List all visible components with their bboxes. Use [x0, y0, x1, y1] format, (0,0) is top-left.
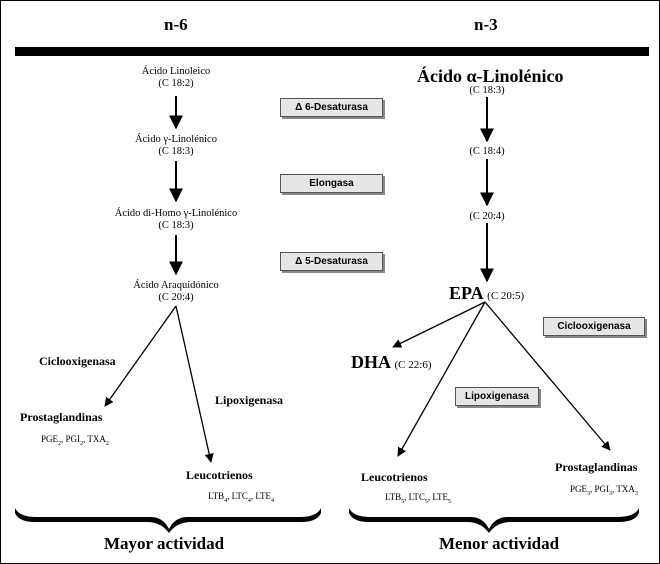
footer-menor-actividad: Menor actividad: [439, 534, 560, 553]
node-name: Ácido γ-Linolénico: [135, 134, 217, 145]
label-leucotrienos-left: Leucotrienos: [186, 468, 253, 482]
enzyme-delta6-desaturasa: Δ 6-Desaturasa: [280, 98, 383, 117]
node-acido-gamma-linolenico: Ácido γ-Linolénico (C 18:3): [116, 134, 236, 158]
list-leucotrienos-right: LTB5, LTC5, LTE5: [385, 492, 452, 505]
epa-formula: (C 20:5): [487, 290, 525, 302]
epa-name: EPA: [449, 283, 483, 303]
node-epa: EPA (C 20:5): [449, 284, 524, 302]
top-bar: [15, 47, 649, 56]
node-acido-linoleico: Ácido Linoleico (C 18:2): [126, 66, 226, 90]
node-formula: (C 20:4): [158, 292, 194, 304]
arrow-araquidonico-to-prostaglandinas: [104, 305, 177, 407]
label-prostaglandinas-right: Prostaglandinas: [555, 460, 638, 474]
node-acido-alfa-linolenico-formula: (C 18:3): [469, 85, 505, 96]
arrow-epa-to-prostaglandinas: [484, 301, 611, 451]
brace-left: [15, 508, 321, 533]
enzyme-ciclooxigenasa-right: Ciclooxigenasa: [543, 317, 645, 336]
arrow-epa-to-leucotrienos: [397, 301, 486, 457]
header-n3: n-3: [474, 15, 498, 34]
label-prostaglandinas-left: Prostaglandinas: [20, 410, 103, 424]
list-prostaglandinas-right: PGE3, PGI3, TXA3: [570, 484, 638, 497]
enzyme-lipoxigenasa-right: Lipoxigenasa: [455, 387, 539, 406]
node-formula: (C 18:3): [158, 146, 194, 158]
node-acido-dihomo-gamma-linolenico: Ácido di-Homo γ-Linolénico (C 18:3): [96, 208, 256, 232]
enzyme-elongasa: Elongasa: [280, 174, 383, 193]
node-formula: (C 18:3): [158, 220, 194, 232]
list-prostaglandinas-left: PGE2, PGI2, TXA2: [41, 434, 109, 447]
list-leucotrienos-left: LTB4, LTC4, LTE4: [208, 491, 275, 504]
node-c204: (C 20:4): [469, 211, 505, 222]
node-name: Ácido di-Homo γ-Linolénico: [114, 208, 238, 219]
label-lipoxigenasa-left: Lipoxigenasa: [215, 393, 284, 407]
node-name: Ácido Araquidónico: [133, 280, 219, 291]
footer-mayor-actividad: Mayor actividad: [104, 534, 225, 553]
dha-formula: (C 22:6): [394, 359, 432, 371]
node-dha: DHA (C 22:6): [351, 353, 432, 371]
arrow-araquidonico-to-leucotrienos: [175, 305, 214, 463]
arrow-epa-to-dha: [392, 301, 486, 348]
node-name: Ácido Linoleico: [141, 66, 211, 77]
node-c184: (C 18:4): [469, 146, 505, 157]
label-leucotrienos-right: Leucotrienos: [361, 470, 428, 484]
brace-right: [349, 508, 639, 533]
label-ciclooxigenasa-left: Ciclooxigenasa: [39, 354, 116, 368]
enzyme-delta5-desaturasa: Δ 5-Desaturasa: [280, 252, 383, 271]
node-acido-alfa-linolenico-name: Ácido α-Linolénico: [417, 66, 564, 86]
dha-name: DHA: [351, 352, 391, 372]
header-n6: n-6: [164, 15, 188, 34]
node-acido-araquidonico: Ácido Araquidónico (C 20:4): [116, 280, 236, 304]
node-formula: (C 18:2): [158, 78, 194, 90]
